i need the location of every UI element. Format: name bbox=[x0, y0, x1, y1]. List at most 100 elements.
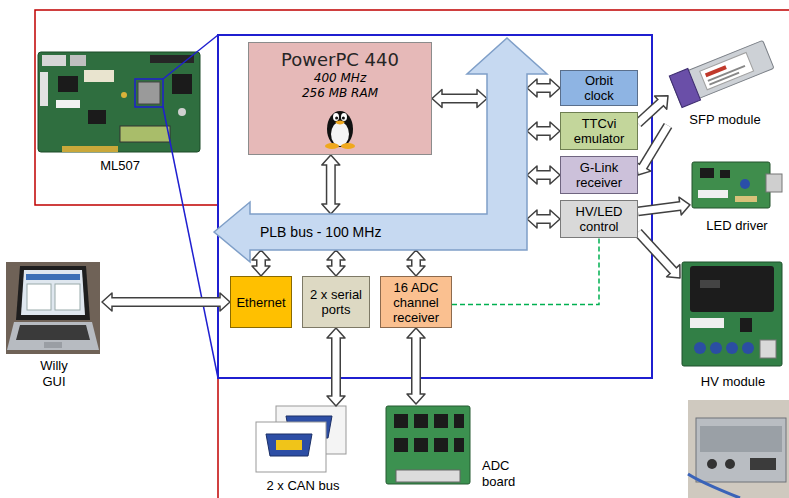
processor-box: PowerPC 440400 MHz 256 MB RAM bbox=[248, 42, 432, 155]
block-arrow bbox=[322, 155, 340, 214]
arrow-shaft bbox=[535, 172, 552, 179]
connector bbox=[70, 55, 86, 66]
tux-beak bbox=[335, 121, 345, 125]
block-arrow bbox=[407, 328, 425, 404]
hv-module-photo: HV module bbox=[680, 258, 786, 392]
bus-arrow: PLB bus - 100 MHz bbox=[212, 36, 557, 266]
sticker-mark bbox=[709, 72, 739, 86]
caption: SFP module bbox=[689, 112, 760, 128]
box-label: 16 ADC channel receiver bbox=[384, 280, 448, 325]
chip bbox=[454, 438, 464, 452]
arrow-shaft bbox=[535, 216, 552, 223]
tux-body bbox=[327, 111, 353, 147]
can-bus-photo: 2 x CAN bus bbox=[250, 406, 356, 496]
block-arrow bbox=[638, 197, 690, 215]
board-photo: ML507 bbox=[38, 52, 202, 176]
interface-box: 2 x serial ports bbox=[302, 276, 370, 328]
keyboard bbox=[16, 325, 90, 340]
hv-module-picture bbox=[682, 262, 782, 366]
connector bbox=[396, 470, 460, 482]
module-box: TTCvi emulator bbox=[560, 112, 638, 150]
tux-foot bbox=[325, 143, 339, 149]
block-arrow bbox=[327, 250, 345, 276]
can-bus-picture bbox=[256, 406, 346, 472]
block-arrow bbox=[527, 79, 560, 97]
cable bbox=[688, 474, 740, 498]
db9-connector bbox=[266, 434, 312, 456]
module-box: HV/LED control bbox=[560, 200, 638, 238]
block-arrow bbox=[327, 328, 345, 406]
chip bbox=[434, 438, 448, 452]
pcie-edge bbox=[62, 146, 118, 152]
connector bbox=[40, 72, 48, 106]
touchpad bbox=[44, 342, 62, 348]
header bbox=[690, 318, 724, 328]
chip bbox=[172, 74, 192, 94]
pcb bbox=[682, 262, 782, 366]
block-arrow bbox=[527, 122, 560, 140]
window bbox=[55, 284, 80, 310]
window bbox=[27, 284, 51, 310]
enclosure-line bbox=[35, 10, 789, 205]
arrow-shaft bbox=[535, 85, 552, 92]
box-label: TTCvi emulator bbox=[570, 116, 628, 146]
screen bbox=[21, 270, 85, 315]
fpga-chip bbox=[138, 82, 160, 104]
tux-pupil bbox=[342, 117, 345, 120]
arrow-shaft bbox=[413, 336, 420, 396]
tux-pupil bbox=[335, 117, 338, 120]
zoom-line bbox=[163, 107, 218, 378]
connector bbox=[760, 340, 776, 358]
bus-arrow-shape bbox=[214, 38, 547, 262]
block-arrow bbox=[635, 126, 668, 176]
crate-photo bbox=[688, 400, 789, 498]
capacitor bbox=[742, 342, 754, 354]
photo-ground bbox=[688, 400, 789, 498]
component bbox=[178, 108, 186, 116]
block-arrow bbox=[407, 250, 425, 276]
block-arrow bbox=[432, 90, 487, 108]
chip bbox=[414, 414, 428, 428]
component bbox=[735, 196, 757, 202]
arrow-shaft bbox=[638, 232, 675, 272]
db9-insert bbox=[276, 440, 302, 450]
box-label: HV/LED control bbox=[570, 204, 628, 234]
photo-ground bbox=[6, 262, 100, 354]
enclosure-line bbox=[217, 378, 219, 498]
arrow-shaft bbox=[638, 206, 682, 212]
capacitor bbox=[740, 179, 750, 189]
sfp-picture bbox=[669, 39, 774, 108]
tux-foot bbox=[341, 143, 355, 149]
sfp-sticker bbox=[700, 52, 754, 89]
arrow-shaft bbox=[258, 258, 265, 268]
hv-block-label bbox=[700, 280, 720, 288]
sfp-latch bbox=[669, 68, 700, 107]
panel-connector bbox=[750, 458, 776, 470]
arrow-shaft bbox=[327, 163, 334, 206]
caption: 2 x CAN bus bbox=[267, 478, 340, 494]
arrow-shaft bbox=[440, 95, 479, 102]
arrow-shaft bbox=[333, 336, 340, 398]
caption: ML507 bbox=[100, 158, 140, 174]
caption: HV module bbox=[701, 374, 765, 390]
socket bbox=[84, 70, 114, 82]
connector bbox=[766, 174, 782, 192]
chip-highlight bbox=[135, 79, 163, 107]
block-arrow bbox=[527, 166, 560, 184]
lcd bbox=[120, 126, 170, 142]
box-label: 400 MHz 256 MB RAM bbox=[301, 71, 379, 101]
sfp-photo: SFP module bbox=[668, 40, 782, 130]
tux-icon bbox=[322, 105, 358, 149]
component bbox=[121, 92, 127, 98]
tux-belly bbox=[331, 122, 349, 146]
module-box: Orbit clock bbox=[560, 70, 638, 106]
arrow-shaft bbox=[638, 101, 662, 123]
arrow-shaft bbox=[413, 258, 420, 268]
chassis bbox=[696, 418, 786, 482]
capacitor bbox=[710, 342, 722, 354]
adc-board-photo: ADC board bbox=[385, 404, 528, 492]
adc-board-picture bbox=[386, 406, 470, 484]
panel-connector bbox=[725, 459, 735, 469]
caption: ADC board bbox=[482, 458, 528, 490]
arrow-shaft bbox=[535, 128, 552, 135]
